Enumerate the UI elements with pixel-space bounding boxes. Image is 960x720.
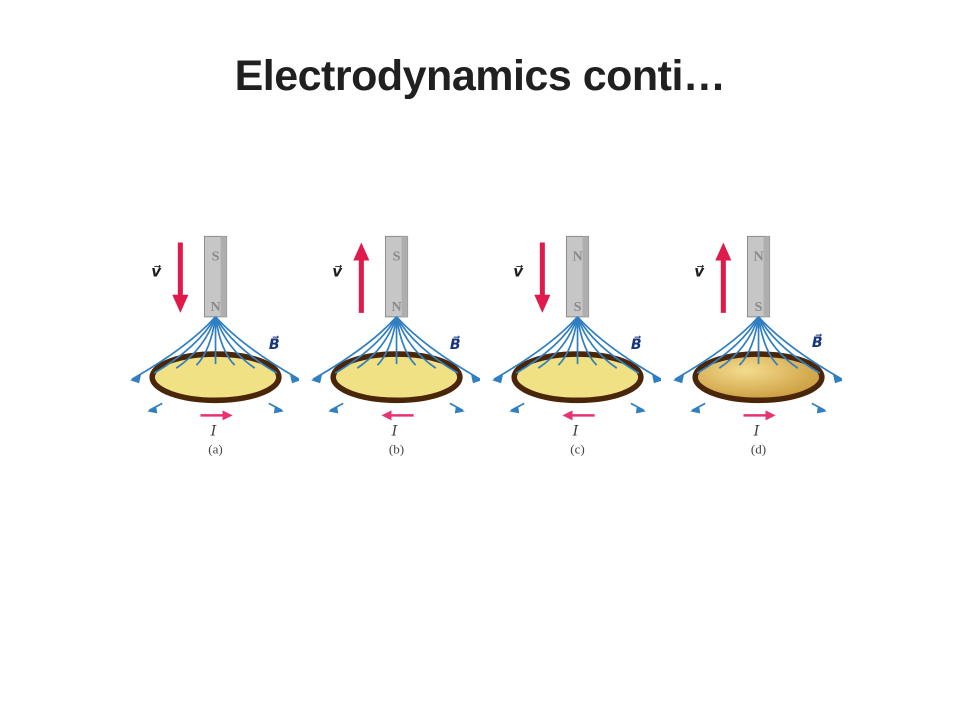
panel-b: v⃗ S N B⃗	[299, 226, 480, 462]
bar-magnet-shade	[582, 236, 589, 317]
current-label: I	[210, 424, 217, 440]
bottom-pole-label: N	[210, 299, 220, 315]
top-pole-label: N	[572, 249, 582, 265]
panel-caption: (b)	[389, 442, 404, 457]
bar-magnet-shade	[401, 236, 408, 317]
field-lines	[492, 316, 661, 414]
bottom-pole-label: N	[391, 299, 401, 315]
induction-diagram-c: v⃗ N S B⃗	[492, 235, 661, 457]
velocity-label: v⃗	[513, 263, 524, 281]
top-pole-label: S	[393, 249, 401, 265]
top-pole-label: N	[753, 249, 763, 265]
current-arrow	[200, 410, 233, 421]
bar-magnet-shade	[763, 236, 770, 317]
b-field-label: B⃗	[269, 335, 280, 353]
bottom-pole-label: S	[755, 299, 763, 315]
panel-caption: (c)	[570, 442, 585, 457]
current-label: I	[572, 424, 579, 440]
velocity-label: v⃗	[694, 263, 705, 281]
bar-magnet-shade	[220, 236, 227, 317]
b-field-label: B⃗	[450, 335, 461, 353]
velocity-arrow	[172, 242, 189, 313]
velocity-arrow	[534, 242, 551, 313]
panel-c: v⃗ N S B⃗	[480, 226, 661, 462]
field-lines	[130, 316, 299, 414]
velocity-arrow	[353, 242, 370, 313]
b-field-label: B⃗	[631, 335, 642, 353]
induction-diagram-b: v⃗ S N B⃗	[311, 235, 480, 457]
current-label: I	[391, 424, 398, 440]
induction-diagram-a: v⃗ S N B⃗	[130, 235, 299, 457]
b-field-label: B⃗	[812, 333, 823, 351]
induction-figure: v⃗ S N B⃗	[118, 226, 842, 462]
current-label: I	[753, 424, 760, 440]
current-arrow	[743, 410, 776, 421]
panel-caption: (a)	[208, 442, 223, 457]
panel-caption: (d)	[751, 442, 766, 457]
current-arrow	[562, 410, 595, 421]
current-arrow	[381, 410, 414, 421]
velocity-label: v⃗	[332, 263, 343, 281]
bottom-pole-label: S	[574, 299, 582, 315]
induction-diagram-d: v⃗ N S B⃗	[673, 235, 842, 457]
panel-d: v⃗ N S B⃗	[661, 226, 842, 462]
field-lines	[311, 316, 480, 414]
top-pole-label: S	[212, 249, 220, 265]
slide-title: Electrodynamics conti…	[234, 52, 726, 100]
velocity-arrow	[715, 242, 732, 313]
velocity-label: v⃗	[151, 263, 162, 281]
field-lines	[673, 316, 842, 414]
panel-a: v⃗ S N B⃗	[118, 226, 299, 462]
